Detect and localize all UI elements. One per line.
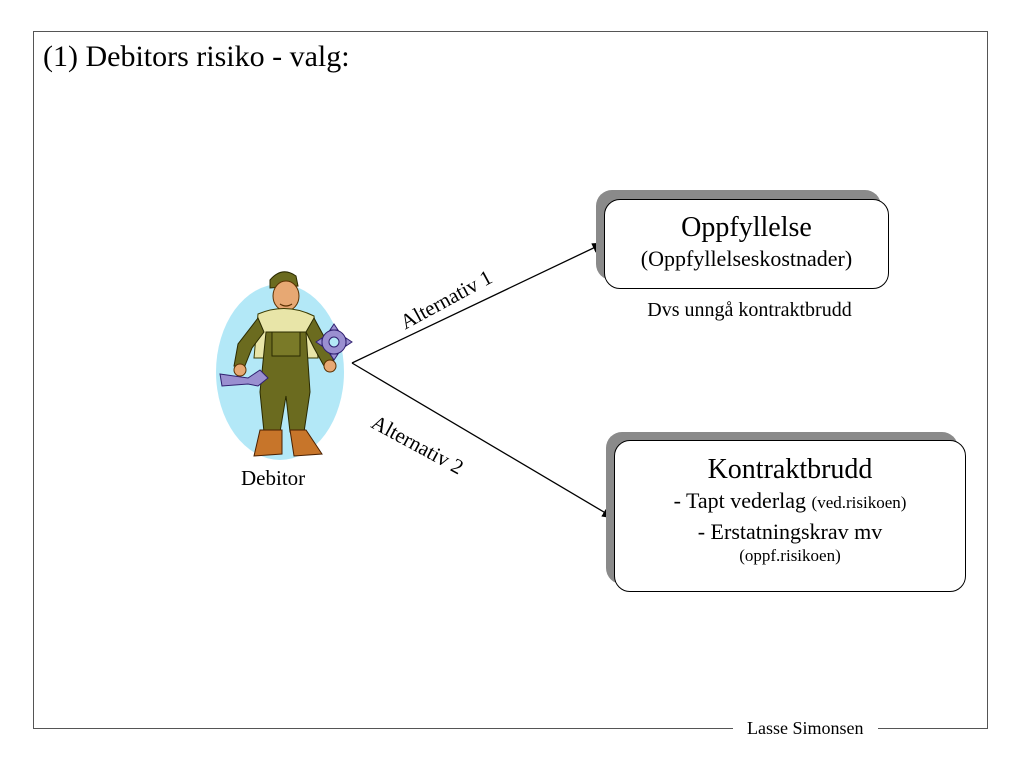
box-line-tapt-vederlag: - Tapt vederlag (ved.risikoen) [615, 486, 965, 517]
box-line-erstatningskrav: - Erstatningskrav mv [697, 519, 883, 544]
box-subtitle: (Oppfyllelseskostnader) [640, 246, 853, 271]
box-title: Kontraktbrudd [707, 454, 873, 485]
arrow-alternativ-2 [351, 362, 616, 519]
slide-frame [33, 31, 988, 729]
line-note: (ved.risikoen) [811, 493, 907, 512]
worker-with-wrenches-icon [216, 271, 353, 460]
arrow-alternativ-1 [351, 242, 606, 364]
outcome-box-oppfyllelse: Oppfyllelse (Oppfyllelseskostnader) [604, 199, 889, 289]
box-note: Dvs unngå kontraktbrudd [647, 299, 852, 321]
slide-title: (1) Debitors risiko - valg: [43, 40, 350, 73]
box-title: Oppfyllelse [681, 212, 812, 243]
line-note: (oppf.risikoen) [739, 546, 841, 565]
outcome-box-kontraktbrudd: Kontraktbrudd - Tapt vederlag (ved.risik… [614, 440, 966, 592]
footer-author: Lasse Simonsen [733, 718, 878, 739]
debitor-label: Debitor [241, 466, 306, 490]
line-text: - Tapt vederlag [673, 488, 807, 513]
